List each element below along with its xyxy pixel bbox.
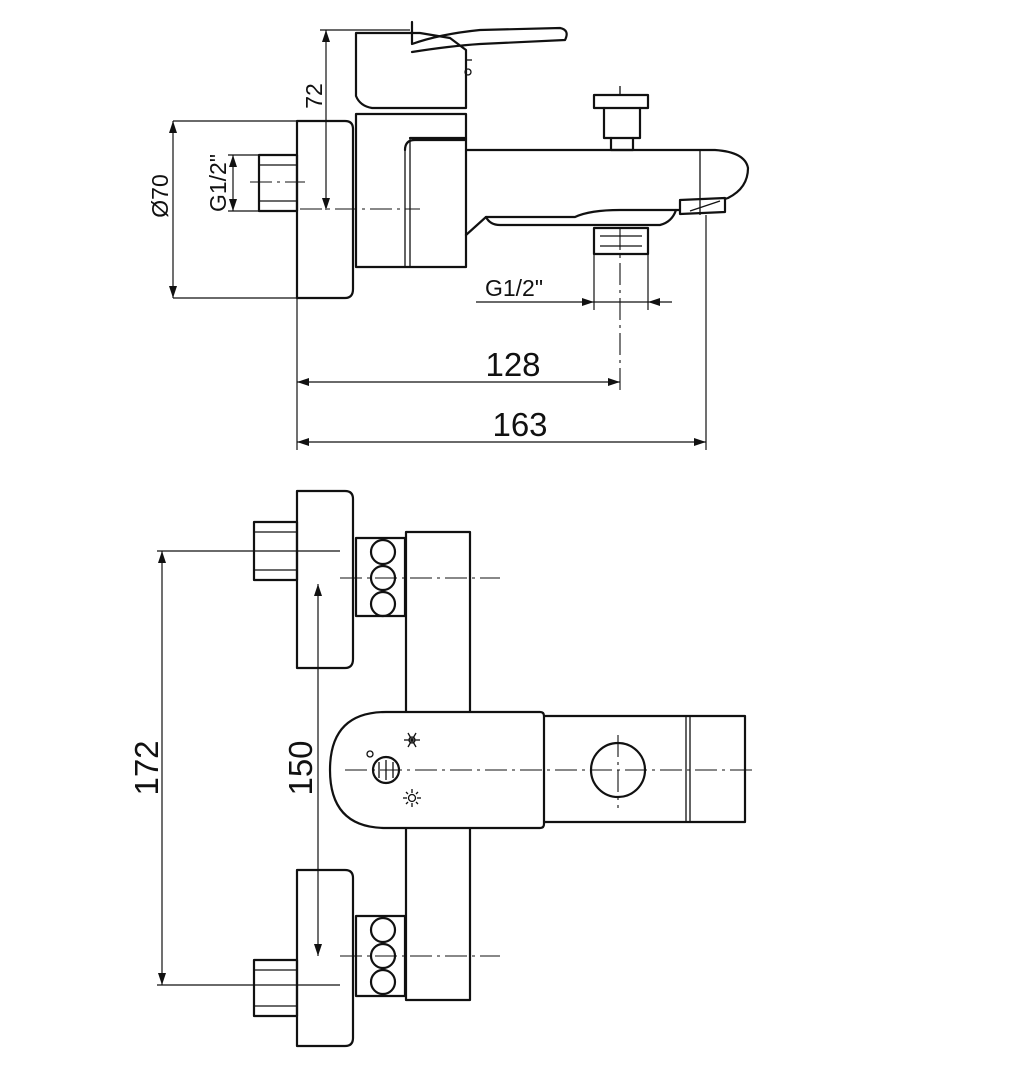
dim-shower-thread-label: G1/2": [485, 275, 543, 301]
top-view: 172 150: [128, 489, 755, 1048]
dim-172-label: 172: [128, 740, 165, 795]
diverter-knob: [592, 93, 650, 110]
dim-128-label: 128: [485, 346, 540, 383]
inlet-connector: [257, 153, 299, 213]
spout: [464, 148, 750, 237]
dim-163-label: 163: [492, 406, 547, 443]
dim-inlet-thread-label: G1/2": [205, 154, 231, 212]
upper-nut: [354, 536, 407, 618]
shower-outlet: [592, 226, 650, 256]
upper-flange: [295, 489, 355, 670]
wall-flange: [295, 119, 355, 300]
lower-flange: [295, 868, 355, 1048]
dim-diameter-70-label: Ø70: [147, 174, 173, 217]
sun-icon: [403, 789, 421, 807]
mixer-body: [354, 112, 468, 269]
spout-aerator: [678, 196, 727, 216]
dim-150-label: 150: [282, 740, 319, 795]
snowflake-icon: [404, 732, 420, 748]
dim-72-label: 72: [301, 83, 327, 109]
side-view: 72 Ø70 G1/2" G1/2" 128 163: [147, 20, 750, 450]
body-bar: [404, 530, 472, 1002]
